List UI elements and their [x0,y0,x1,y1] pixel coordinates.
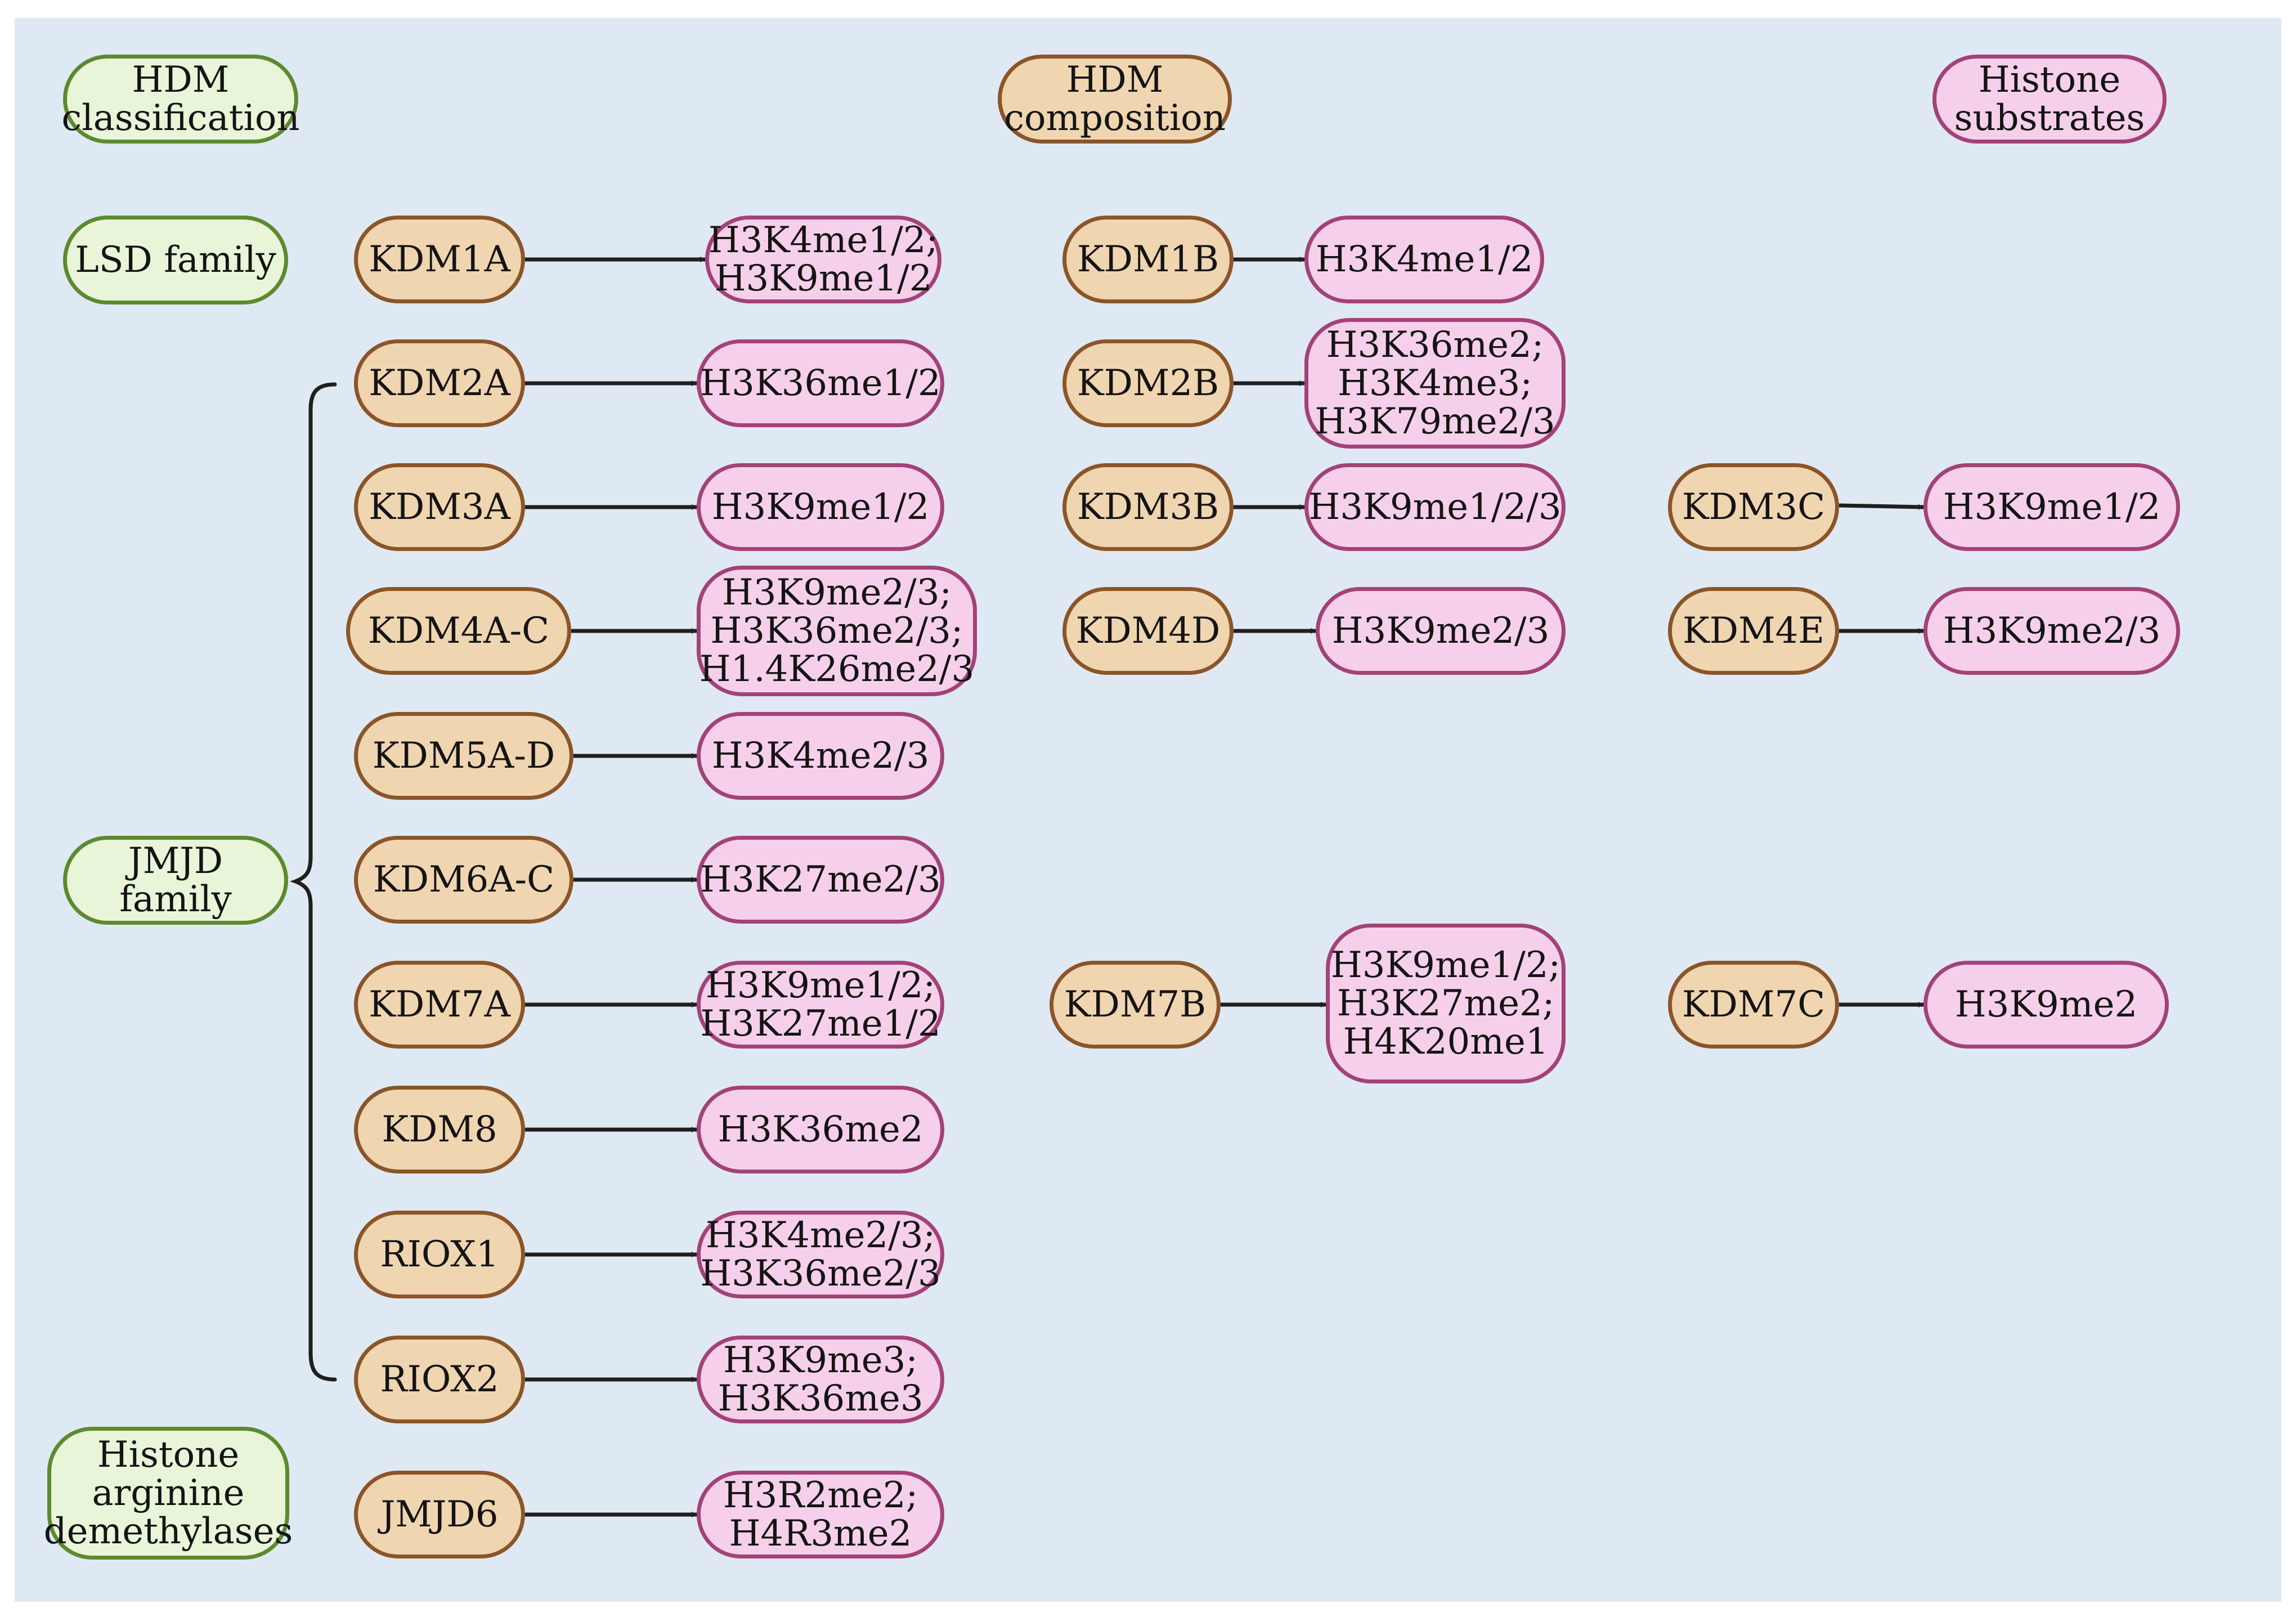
substrate-kdm1b: H3K4me1/2 [1304,216,1544,303]
substrate-kdm7b: H3K9me1/2; H3K27me2; H4K20me1 [1326,924,1566,1083]
enzyme-riox2: RIOX2 [354,1336,525,1423]
lsd-family-box: LSD family [63,216,288,304]
enzyme-kdm1b: KDM1B [1062,216,1234,303]
header-histone-substrates: Histone substrates [1932,55,2167,144]
enzyme-kdm3c: KDM3C [1668,463,1839,551]
arrow-kdm3c [1838,503,1924,510]
enzyme-kdm7a: KDM7A [354,961,525,1049]
enzyme-kdm6a-c: KDM6A-C [354,836,573,924]
jmjd-family-box: JMJD family [63,836,288,925]
enzyme-kdm4e: KDM4E [1668,587,1839,675]
substrate-riox1: H3K4me2/3; H3K36me2/3 [697,1211,944,1298]
enzyme-kdm3a: KDM3A [354,463,525,551]
enzyme-kdm2b: KDM2B [1062,339,1234,427]
substrate-kdm8: H3K36me2 [697,1086,944,1173]
enzyme-kdm3b: KDM3B [1062,463,1234,551]
enzyme-kdm7b: KDM7B [1050,961,1221,1049]
enzyme-kdm5a-d: KDM5A-D [354,712,573,800]
jmjd-family-brace [290,382,337,1382]
substrate-kdm3c: H3K9me1/2 [1923,463,2180,551]
enzyme-riox1: RIOX1 [354,1211,525,1298]
enzyme-kdm8: KDM8 [354,1086,525,1173]
substrate-kdm6a-c: H3K27me2/3 [697,836,944,924]
enzyme-kdm2a: KDM2A [354,339,525,427]
substrate-riox2: H3K9me3; H3K36me3 [697,1336,944,1423]
substrate-kdm5a-d: H3K4me2/3 [697,712,944,800]
enzyme-kdm1a: KDM1A [354,216,525,303]
substrate-kdm7c: H3K9me2 [1923,961,2169,1049]
substrate-jmjd6: H3R2me2; H4R3me2 [697,1471,944,1558]
substrate-kdm4e: H3K9me2/3 [1923,587,2180,675]
substrate-kdm7a: H3K9me1/2; H3K27me1/2 [697,961,944,1049]
header-hdm-classification: HDM classification [61,55,300,144]
histone-arginine-demethylases-box: Histone arginine demethylases [44,1427,293,1560]
header-hdm-composition: HDM composition [998,55,1232,144]
substrate-kdm2a: H3K36me1/2 [697,339,944,427]
enzyme-kdm4a-c: KDM4A-C [346,587,571,675]
substrate-kdm1a: H3K4me1/2; H3K9me1/2 [705,216,941,303]
enzyme-kdm4d: KDM4D [1062,587,1234,675]
substrate-kdm4d: H3K9me2/3 [1316,587,1566,675]
substrate-kdm3a: H3K9me1/2 [697,463,944,551]
substrate-kdm4a-c: H3K9me2/3; H3K36me2/3; H1.4K26me2/3 [697,566,977,696]
enzyme-jmjd6: JMJD6 [354,1471,525,1558]
enzyme-kdm7c: KDM7C [1668,961,1839,1049]
substrate-kdm3b: H3K9me1/2/3 [1304,463,1566,551]
substrate-kdm2b: H3K36me2; H3K4me3; H3K79me2/3 [1304,318,1566,449]
